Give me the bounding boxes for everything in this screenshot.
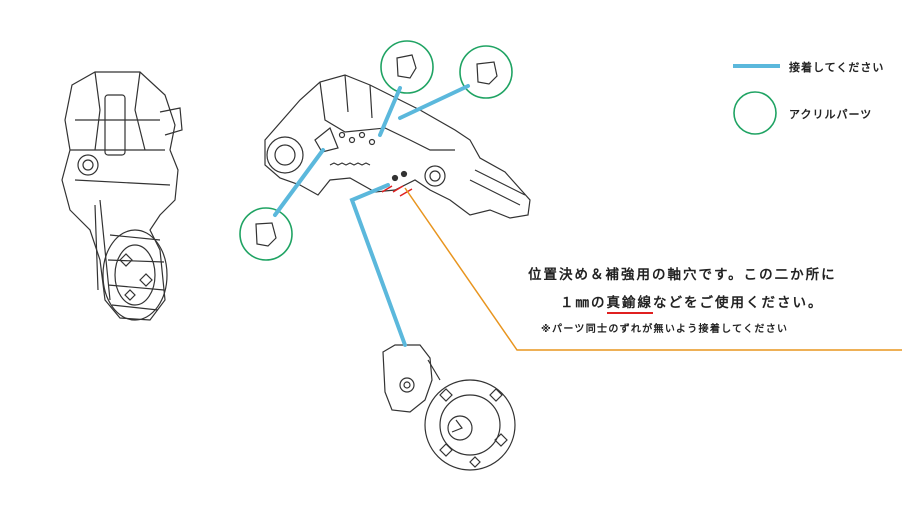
main-bracket-illustration [264, 74, 531, 219]
note-line-2: １㎜の真鍮線などをご使用ください。 [560, 291, 824, 314]
glue-line-top-right [398, 84, 470, 120]
note-line-2-post: などをご使用ください。 [653, 295, 824, 311]
note-line-1: 位置決め＆補強用の軸穴です。この二か所に [528, 267, 837, 283]
legend-acrylic-swatch [733, 91, 777, 135]
note-line-3: ※パーツ同士のずれが無いよう接着してください [541, 324, 789, 335]
assembled-unit-illustration [61, 71, 183, 321]
glue-line-wheel [349, 183, 407, 347]
acrylic-pieces [255, 54, 498, 247]
hole-leader-line [404, 187, 902, 351]
acrylic-marker-top-right [459, 45, 513, 99]
legend-glue-label: 接着してください [789, 61, 885, 74]
acrylic-marker-top-left [380, 40, 434, 94]
brass-wire-highlight: 真鍮線 [606, 295, 653, 314]
legend-acrylic-label: アクリルパーツ [789, 108, 873, 121]
acrylic-markers [239, 40, 513, 261]
acrylic-marker-left [239, 207, 293, 261]
glue-line-left [273, 148, 325, 217]
note-line-2-pre: １㎜の [560, 295, 607, 311]
hole-marks [381, 185, 413, 197]
wheel-part-illustration [382, 344, 516, 471]
glue-lines [273, 84, 470, 347]
glue-line-top-left [378, 86, 402, 137]
